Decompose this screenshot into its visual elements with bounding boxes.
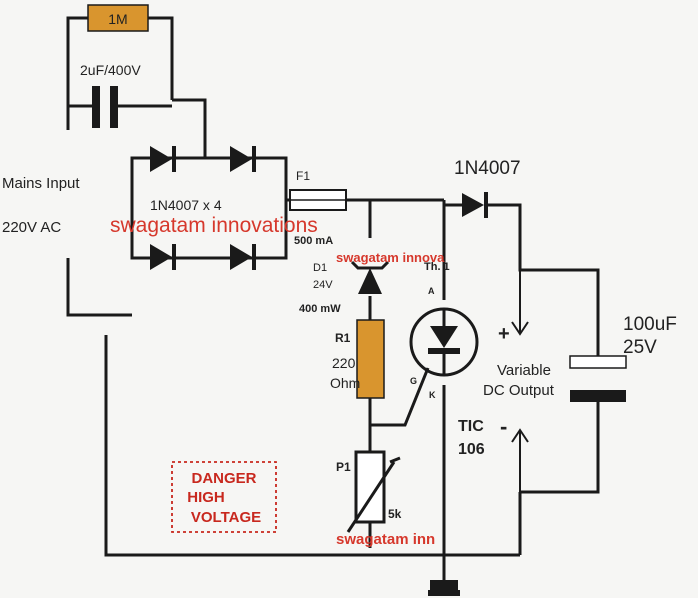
bridge-diodes bbox=[150, 146, 256, 270]
watermark-bottom: swagatam inn bbox=[336, 531, 435, 548]
fuse-f1 bbox=[289, 189, 347, 211]
zener-d1 bbox=[350, 260, 390, 294]
resistor-r1 bbox=[356, 319, 385, 399]
tic-label-2: 106 bbox=[458, 441, 485, 458]
thyristor-ref-label: Th. 1 bbox=[424, 261, 450, 273]
resistor-1m bbox=[87, 4, 149, 32]
zener-power-label: 400 mW bbox=[299, 303, 341, 315]
gate-label: G bbox=[410, 376, 417, 386]
r1-value-label-1: 220 bbox=[332, 355, 356, 371]
wires bbox=[66, 16, 600, 580]
cap-out-label-2: 25V bbox=[623, 337, 657, 358]
diode-out-label: 1N4007 bbox=[454, 158, 521, 179]
mains-label-line2: 220V AC bbox=[2, 219, 61, 236]
cap-out-label-1: 100uF bbox=[623, 314, 677, 335]
watermark-mid: swagatam innova bbox=[336, 250, 445, 265]
resistor-1m-label: 1M bbox=[108, 11, 127, 27]
bridge-label: 1N4007 x 4 bbox=[150, 197, 222, 213]
fuse-rating-label: 500 mA bbox=[294, 235, 333, 247]
r1-ref-label: R1 bbox=[335, 331, 351, 345]
r1-value-label-2: Ohm bbox=[330, 375, 360, 391]
mains-label-line1: Mains Input bbox=[2, 175, 80, 192]
anode-label: A bbox=[428, 286, 435, 296]
pot-value-label: 5k bbox=[388, 507, 402, 521]
danger-box bbox=[171, 461, 277, 533]
capacitor-2uf bbox=[92, 86, 118, 128]
output-label-1: Variable bbox=[497, 362, 551, 379]
tic-label-1: TIC bbox=[458, 418, 484, 435]
output-label-2: DC Output bbox=[483, 382, 555, 399]
minus-label: - bbox=[500, 414, 507, 439]
watermark-main: swagatam innovations bbox=[110, 214, 318, 237]
thyristor-th1 bbox=[409, 307, 479, 377]
pot-ref-label: P1 bbox=[336, 460, 351, 474]
plus-label: + bbox=[498, 323, 510, 345]
cathode-label: K bbox=[429, 390, 436, 400]
ground-symbol bbox=[428, 580, 460, 596]
zener-voltage-label: 24V bbox=[313, 279, 333, 291]
zener-ref-label: D1 bbox=[313, 262, 327, 274]
fuse-label: F1 bbox=[296, 169, 310, 183]
danger-label-1: DANGER bbox=[191, 470, 256, 487]
danger-label-3: VOLTAGE bbox=[191, 509, 261, 526]
capacitor-2uf-label: 2uF/400V bbox=[80, 62, 141, 78]
output-arrows bbox=[511, 270, 529, 492]
danger-label-2: HIGH bbox=[187, 489, 225, 506]
capacitor-100uf bbox=[569, 355, 627, 402]
diode-1n4007 bbox=[462, 192, 488, 218]
potentiometer-p1 bbox=[346, 450, 401, 533]
